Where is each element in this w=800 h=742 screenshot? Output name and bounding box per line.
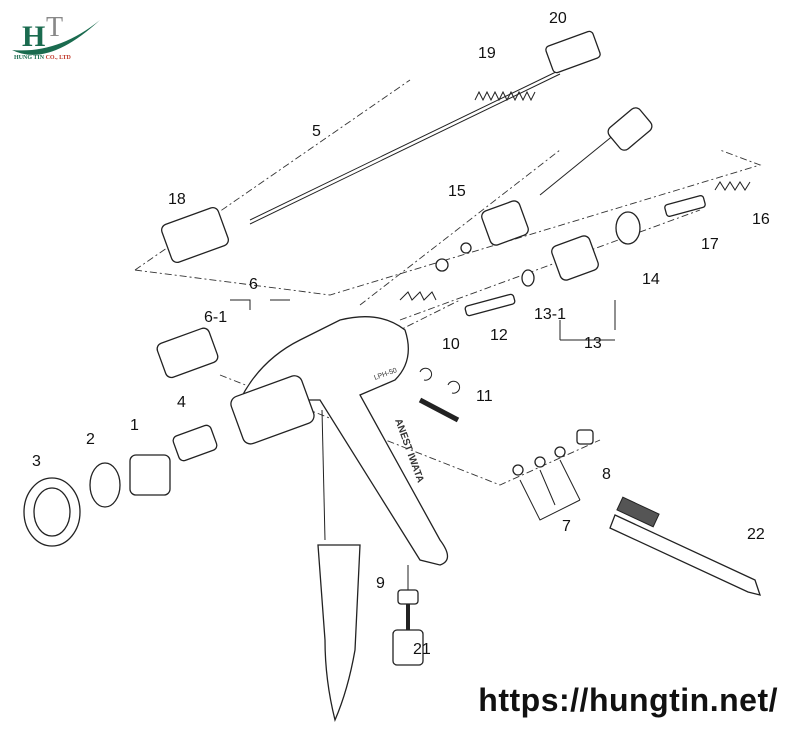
label-12: 12: [490, 327, 508, 344]
label-15: 15: [448, 183, 466, 200]
label-14: 14: [642, 271, 660, 288]
label-7: 7: [562, 518, 571, 535]
label-9: 9: [376, 575, 385, 592]
label-13-1: 13-1: [534, 306, 566, 323]
label-1: 1: [130, 417, 139, 434]
label-3: 3: [32, 453, 41, 470]
label-2: 2: [86, 431, 95, 448]
label-17: 17: [701, 236, 719, 253]
hung-tin-logo: H T: [8, 6, 108, 66]
label-19: 19: [478, 45, 496, 62]
label-6-1: 6-1: [204, 309, 227, 326]
label-4: 4: [177, 394, 186, 411]
label-10: 10: [442, 336, 460, 353]
svg-text:T: T: [46, 12, 63, 43]
label-5: 5: [312, 123, 321, 140]
label-21: 21: [413, 641, 431, 658]
logo-company-name: HUNG TIN CO., LTD: [14, 55, 71, 61]
label-8: 8: [602, 466, 611, 483]
website-url[interactable]: https://hungtin.net/: [478, 682, 778, 718]
svg-text:H: H: [22, 20, 45, 53]
label-13: 13: [584, 335, 602, 352]
label-22: 22: [747, 526, 765, 543]
label-6: 6: [249, 276, 258, 293]
label-11: 11: [476, 388, 493, 405]
label-16: 16: [752, 211, 770, 228]
label-20: 20: [549, 10, 567, 27]
label-18: 18: [168, 191, 186, 208]
